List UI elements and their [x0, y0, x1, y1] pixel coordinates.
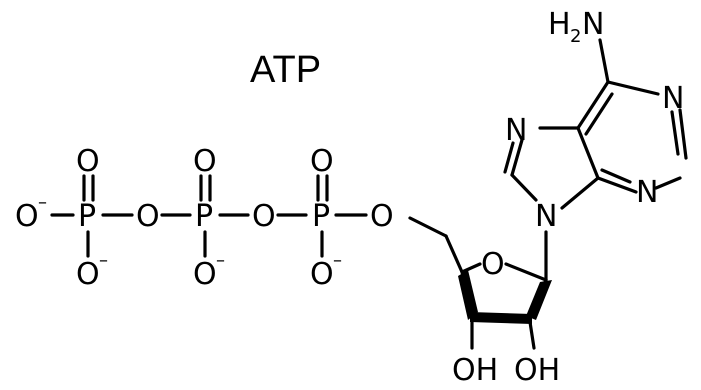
- atom-p2-o-top: O: [193, 144, 217, 179]
- bond-c4-n9: [560, 176, 600, 210]
- bond-c5-c6: [576, 80, 610, 130]
- bond-n1-c2-double: [670, 110, 680, 156]
- charge-p2: –: [216, 250, 225, 271]
- atom-n9: N: [535, 199, 557, 234]
- atom-p3-o-top: O: [310, 144, 334, 179]
- atom-p2: P: [195, 199, 213, 234]
- bond-n1-c2: [678, 108, 688, 160]
- wedge-c3-c2: [470, 312, 532, 324]
- bond-ch2-c4: [444, 234, 464, 274]
- bond-c5-c6-double: [584, 92, 614, 136]
- atom-bridge-o2: O: [252, 199, 276, 234]
- atom-amine-sub: 2: [570, 26, 581, 47]
- atom-bridge-o3: O: [370, 199, 394, 234]
- atom-ribose-o: O: [481, 247, 505, 282]
- atom-p1: P: [78, 199, 96, 234]
- atom-oh-3: OH: [452, 353, 498, 388]
- bond-c4-oring: [460, 262, 482, 274]
- atom-oh-2: OH: [514, 353, 560, 388]
- bond-c8-n7: [510, 138, 524, 177]
- wedge-c1-c2: [526, 280, 552, 320]
- atom-p1-o-top: O: [76, 144, 100, 179]
- bond-c2-oh: [528, 320, 536, 350]
- bond-c6-n1: [606, 80, 660, 96]
- charge-p3: –: [333, 250, 342, 271]
- bond-c8-n7-double: [503, 141, 515, 174]
- bond-oring-c1: [504, 262, 548, 282]
- atom-p3-o-bottom: O: [310, 257, 334, 292]
- wedge-c4-c3: [458, 270, 478, 320]
- atom-p2-o-bottom: O: [193, 257, 217, 292]
- diagram-title: ATP: [250, 49, 321, 91]
- atom-n1: N: [662, 81, 684, 116]
- atom-p3: P: [312, 199, 330, 234]
- atom-o-terminal: O: [15, 199, 39, 234]
- charge-p1: –: [99, 250, 108, 271]
- bond-n3-c4: [596, 176, 638, 194]
- atom-p1-o-bottom: O: [76, 257, 100, 292]
- atom-n3: N: [636, 175, 658, 210]
- bond-c6-nh2: [598, 38, 610, 84]
- charge-terminal: –: [38, 192, 47, 213]
- atom-amine-n: N: [582, 7, 604, 42]
- atom-n7: N: [505, 113, 527, 148]
- atom-amine-h: H: [548, 7, 571, 42]
- bond-c5-c4: [576, 126, 600, 180]
- atom-bridge-o1: O: [136, 199, 160, 234]
- bond-n3-c4-double: [600, 168, 632, 184]
- bond-n9-c8: [510, 173, 538, 202]
- bond-c2-n3: [654, 176, 682, 190]
- bond-o-ch2: [408, 216, 448, 238]
